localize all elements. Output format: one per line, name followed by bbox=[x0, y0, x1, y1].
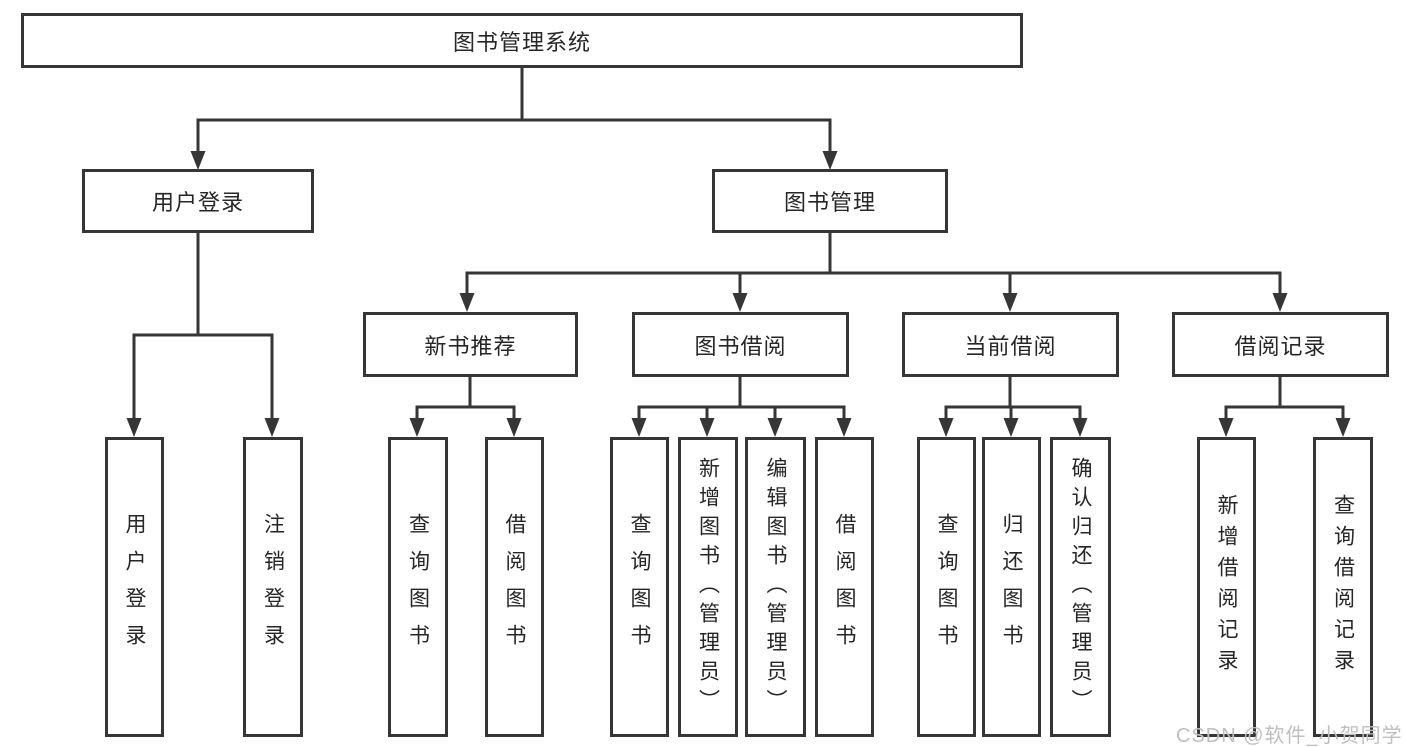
node-confirm-return-admin: 确认归还（管理员） bbox=[1050, 437, 1111, 737]
node-label: 编辑图书（管理员） bbox=[764, 456, 787, 718]
node-edit-books-admin: 编辑图书（管理员） bbox=[745, 437, 806, 737]
node-label: 用户登录 bbox=[123, 513, 146, 661]
node-label: 用户登录 bbox=[151, 190, 244, 215]
node-label: 借阅记录 bbox=[1234, 333, 1327, 359]
node-query-borrow-record: 查询借阅记录 bbox=[1313, 437, 1373, 737]
node-label: 查询图书 bbox=[628, 513, 651, 661]
node-borrowing-records: 借阅记录 bbox=[1172, 312, 1389, 377]
node-add-books-admin: 新增图书（管理员） bbox=[678, 437, 738, 737]
node-label: 查询图书 bbox=[935, 513, 958, 661]
node-label: 注销登录 bbox=[261, 513, 285, 661]
watermark-text: CSDN @软件_小贺同学 bbox=[1176, 725, 1403, 747]
node-borrow-books-borrowing: 借阅图书 bbox=[815, 437, 874, 737]
node-label: 新书推荐 bbox=[424, 333, 517, 359]
node-book-borrowing: 图书借阅 bbox=[632, 312, 849, 377]
node-label: 新增图书（管理员） bbox=[696, 456, 720, 718]
node-label: 归还图书 bbox=[1000, 513, 1023, 661]
node-label: 新增借阅记录 bbox=[1215, 494, 1238, 680]
node-return-books: 归还图书 bbox=[982, 437, 1041, 737]
node-new-book-recommendation: 新书推荐 bbox=[363, 312, 578, 377]
node-logout: 注销登录 bbox=[243, 437, 303, 737]
node-user-login-leaf: 用户登录 bbox=[105, 437, 164, 737]
node-label: 图书管理 bbox=[783, 190, 876, 215]
arrowhead-icons bbox=[126, 151, 1351, 437]
node-query-books-borrowing: 查询图书 bbox=[610, 437, 669, 737]
node-label: 确认归还（管理员） bbox=[1069, 456, 1092, 718]
node-label: 借阅图书 bbox=[833, 513, 856, 661]
node-label: 当前借阅 bbox=[964, 333, 1057, 359]
node-add-borrow-record: 新增借阅记录 bbox=[1197, 437, 1256, 737]
node-query-books-recommend: 查询图书 bbox=[388, 437, 448, 737]
node-label: 图书管理系统 bbox=[452, 29, 591, 55]
node-borrow-books-recommend: 借阅图书 bbox=[485, 437, 544, 737]
node-book-management: 图书管理 bbox=[712, 169, 948, 233]
node-current-borrowing: 当前借阅 bbox=[902, 312, 1119, 377]
node-library-management-system: 图书管理系统 bbox=[21, 13, 1023, 68]
node-label: 查询图书 bbox=[406, 513, 430, 661]
node-query-books-current: 查询图书 bbox=[917, 437, 976, 737]
node-label: 图书借阅 bbox=[694, 333, 787, 359]
node-label: 借阅图书 bbox=[503, 513, 526, 661]
node-label: 查询借阅记录 bbox=[1331, 494, 1355, 680]
node-user-login: 用户登录 bbox=[82, 169, 314, 233]
